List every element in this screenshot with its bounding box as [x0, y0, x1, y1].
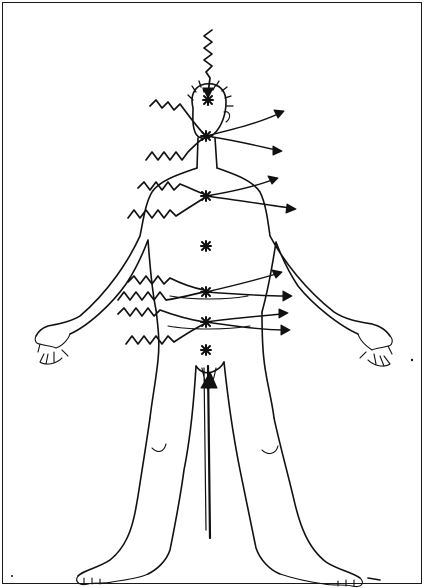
arrow-sacral-up [206, 314, 282, 322]
left-foot [77, 574, 148, 585]
wave-brow-2 [146, 138, 204, 160]
wave-sacral-2 [126, 324, 204, 344]
neck-right [215, 138, 217, 168]
right-foot-tip [368, 578, 380, 580]
center-root [201, 345, 211, 355]
human-figure-outline [35, 79, 392, 587]
speck-bottom-left [11, 575, 13, 577]
right-leg-outer [274, 418, 360, 578]
right-foot [280, 574, 362, 587]
left-hand [35, 334, 70, 364]
arrow-brow-right [206, 136, 276, 150]
wave-solar-1 [128, 276, 204, 290]
left-inner-arm [70, 240, 156, 334]
wave-throat-1 [138, 182, 204, 194]
right-knee [262, 446, 278, 453]
right-inner-arm [262, 242, 358, 334]
center-heart [201, 241, 211, 251]
arrow-root-down-side [204, 368, 206, 530]
speck-right [411, 359, 413, 361]
left-leg-outer [78, 418, 150, 576]
left-body-outline [36, 168, 197, 336]
arrow-solar-up [206, 274, 276, 292]
right-hand [358, 334, 392, 366]
crotch [196, 362, 224, 373]
wave-throat-2 [128, 198, 204, 218]
left-knee [152, 444, 166, 451]
arrow-root-down [208, 366, 210, 538]
outgoing-arrows [201, 110, 296, 538]
left-leg-inner [148, 366, 196, 574]
right-leg-inner [224, 362, 280, 574]
wave-sacral-1 [118, 308, 204, 322]
arrow-solar-right [206, 292, 286, 296]
incoming-waves [118, 30, 213, 344]
arrow-brow-up [206, 114, 278, 136]
right-body-outline [217, 168, 390, 336]
right-hip [262, 312, 274, 418]
arrow-throat-right [206, 196, 290, 208]
arrow-throat-up [206, 180, 272, 196]
left-hip [150, 310, 159, 418]
wave-brow-1 [150, 100, 204, 134]
